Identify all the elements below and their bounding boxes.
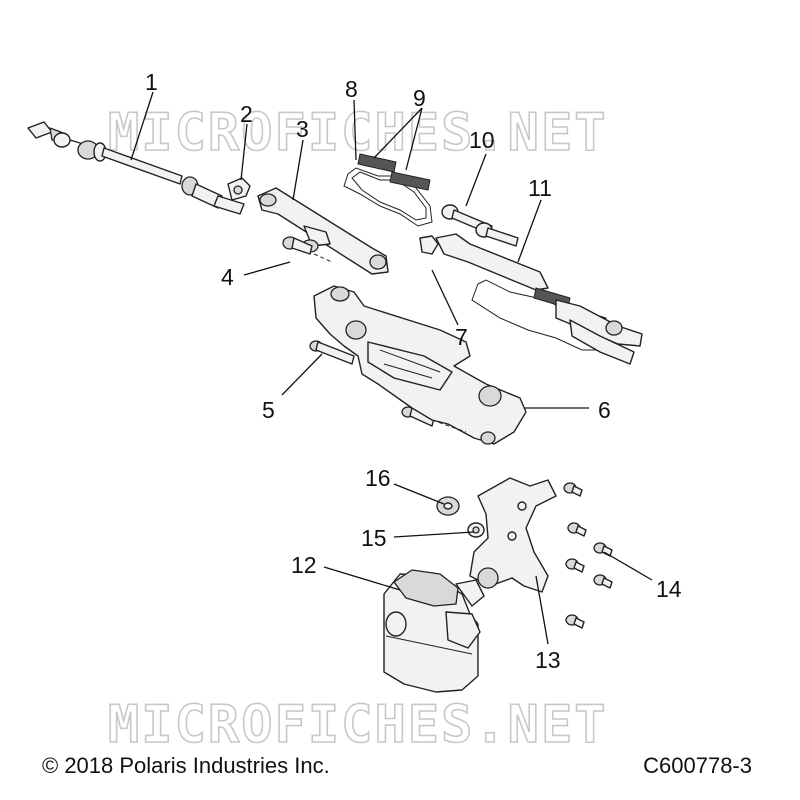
callout-5: 5 [262,397,275,423]
part-12-motor-actuator [383,569,485,693]
part-16-grommet [436,496,460,516]
part-6-housing [313,285,527,445]
callout-4: 4 [221,264,234,290]
part-4-screw [282,236,333,263]
part-11-link-assembly [435,233,643,365]
copyright-text: © 2018 Polaris Industries Inc. [42,753,330,778]
watermark-bottom: MICROFICHES.NET [108,695,608,755]
callout-14: 14 [656,576,682,602]
callout-9: 9 [413,85,426,111]
part-7-nut [419,235,439,255]
callout-11: 11 [528,175,552,201]
callout-1: 1 [145,69,158,95]
watermark-top: MICROFICHES.NET [108,103,608,163]
part-1-cable [27,121,245,215]
callout-7: 7 [455,324,468,350]
part-10-pins [441,204,519,247]
callout-2: 2 [240,101,253,127]
part-3-link-arm [257,187,389,275]
callout-10: 10 [469,127,495,153]
part-8-wire-clip [343,167,433,227]
callout-16: 16 [365,465,391,491]
callout-6: 6 [598,397,611,423]
part-2-clip [227,177,251,201]
callout-12: 12 [291,552,317,578]
part-13-bracket [469,477,557,593]
callout-8: 8 [345,76,358,102]
part-14-screws [563,482,613,629]
callout-15: 15 [361,525,387,551]
callout-3: 3 [296,116,309,142]
part-15-washer [467,522,485,538]
part-9-springs [357,153,431,191]
figure-id: C600778-3 [643,753,752,778]
leader-lines [130,91,653,645]
callouts: 1 2 3 4 5 6 7 8 9 10 11 12 13 14 15 16 [145,69,682,673]
callout-13: 13 [535,647,561,673]
